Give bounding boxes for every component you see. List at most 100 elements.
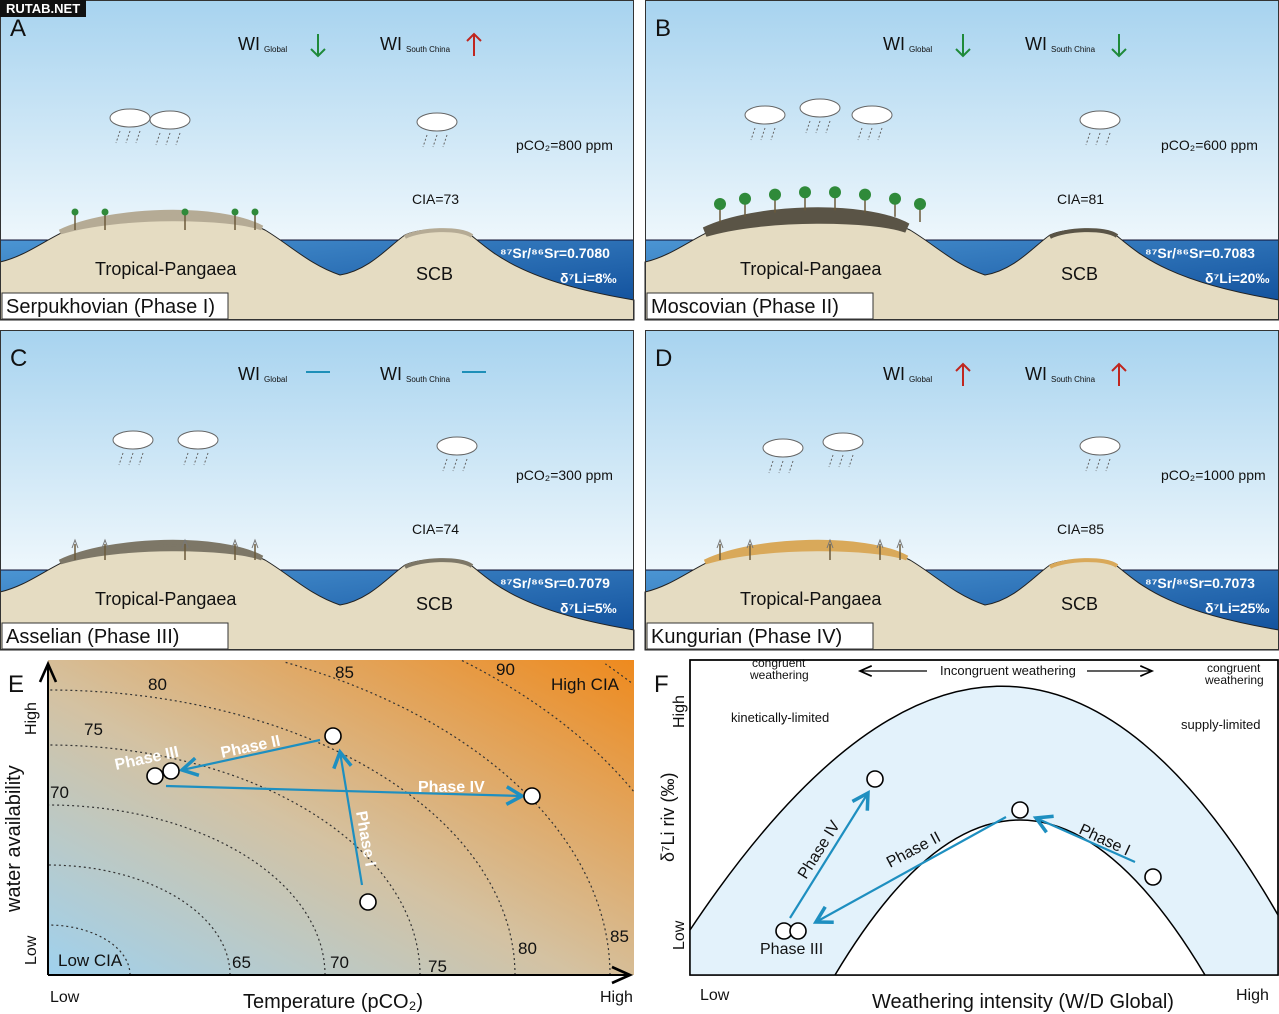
li-isotope-label: δ⁷Li=5‰ [560, 600, 617, 616]
word: congruent [752, 656, 806, 670]
tree-icon [829, 186, 841, 211]
panel-title: Moscovian (Phase II) [651, 296, 839, 318]
cloud-icon [436, 436, 478, 472]
cloud [1079, 436, 1121, 456]
cloud-icon [416, 112, 458, 148]
pco2-label: pCO₂=300 ppm [516, 467, 613, 483]
panel-letter: C [10, 345, 27, 372]
dead-tree [826, 538, 834, 549]
cloud-icon [1079, 110, 1121, 146]
wi-south-china-label: WI [1025, 34, 1047, 54]
state-point [789, 922, 807, 940]
y-low-label: Low [23, 935, 40, 965]
tree-icon [859, 188, 871, 213]
plot-border [689, 659, 1279, 976]
tree-crown [251, 208, 259, 216]
phase-4-arrow [789, 789, 870, 919]
tree-icon [876, 538, 884, 560]
tree-icon [71, 538, 79, 560]
tree-crown [101, 208, 109, 216]
outer-curve [689, 685, 1279, 931]
wi-south-china-label: WI [1025, 364, 1047, 384]
wi-south-china-sub: South China [406, 45, 451, 54]
wi-south-china-trend-arrow-up-icon [1111, 362, 1127, 386]
word: weathering [1204, 673, 1264, 687]
sr-ratio-label: ⁸⁷Sr/⁸⁶Sr=0.7080 [500, 245, 610, 261]
cloud-icon [822, 432, 864, 468]
title-box [1, 622, 229, 650]
cia-contour [48, 744, 421, 975]
title-box [646, 292, 874, 320]
state-point [359, 893, 377, 911]
x-low-label: Low [700, 987, 730, 1004]
wi-global-sub: Global [264, 45, 287, 54]
tree-icon [896, 538, 904, 560]
sr-ratio-label: ⁸⁷Sr/⁸⁶Sr=0.7073 [1145, 575, 1255, 591]
cloud [109, 108, 151, 128]
y-low-label: Low [671, 920, 688, 950]
watermark: RUTAB.NET [0, 0, 87, 17]
li-isotope-label: δ⁷Li=20‰ [1205, 270, 1269, 286]
tree-icon [799, 186, 811, 211]
cloud [436, 436, 478, 456]
inner-curve [834, 819, 1206, 976]
state-point [1011, 801, 1029, 819]
gradient-field [48, 660, 634, 975]
tree-crown [769, 188, 781, 201]
wi-south-china-sub: South China [1051, 45, 1096, 54]
wi-global-trend-arrow-down-icon [955, 34, 971, 58]
phase-2-arrow [178, 738, 321, 778]
cloud [851, 105, 893, 125]
state-point [146, 767, 164, 785]
wi-south-china-trend-arrow-down-icon [1111, 34, 1127, 58]
tree-crown [714, 198, 726, 210]
pco2-label: pCO₂=600 ppm [1161, 137, 1258, 153]
tree-icon [71, 208, 79, 230]
kinetically-limited-label: kinetically-limited [731, 710, 829, 725]
state-point [162, 762, 180, 780]
panel-letter: A [10, 15, 26, 42]
tree-icon [251, 538, 259, 560]
tree-crown [889, 192, 901, 205]
tree-icon [889, 192, 901, 217]
wi-global-trend-arrow-down-icon [310, 34, 326, 58]
wi-global-label: WI [883, 34, 905, 54]
cia-contour [605, 663, 632, 683]
x-high-label: High [1236, 987, 1269, 1004]
cloud-icon [1079, 436, 1121, 472]
wi-south-china-label: WI [380, 364, 402, 384]
dead-tree [231, 538, 239, 549]
y-axis-label: δ⁷Li riv (‰) [658, 772, 678, 862]
dead-tree [101, 538, 109, 549]
li-isotope-label: δ⁷Li=8‰ [560, 270, 617, 286]
cloud-icon [112, 430, 154, 466]
wi-global-sub: Global [264, 375, 287, 384]
tree-icon [101, 538, 109, 560]
dead-tree [876, 538, 884, 549]
contour-label: 80 [148, 675, 167, 694]
contour-label: 65 [232, 953, 251, 972]
x-high-label: High [600, 989, 633, 1006]
dead-tree [746, 538, 754, 549]
pco2-label: pCO₂=1000 ppm [1161, 467, 1266, 483]
contour-label: 90 [496, 660, 515, 679]
wi-global-label: WI [238, 364, 260, 384]
cloud [822, 432, 864, 452]
tree-icon [826, 538, 834, 560]
soil-layer [702, 207, 910, 237]
cloud-icon [851, 105, 893, 141]
word: congruent [1207, 661, 1261, 675]
pco2-label: pCO₂=800 ppm [516, 137, 613, 153]
phase-4-arrow [165, 784, 526, 806]
tree-icon [231, 538, 239, 560]
contour-label: 70 [50, 783, 69, 802]
cloud [1079, 110, 1121, 130]
word: weathering [749, 668, 809, 682]
soil-layer [58, 539, 264, 565]
tree-crown [914, 198, 926, 210]
tree-icon [769, 188, 781, 213]
panel-letter: E [8, 671, 24, 698]
scb-soil [404, 228, 474, 239]
